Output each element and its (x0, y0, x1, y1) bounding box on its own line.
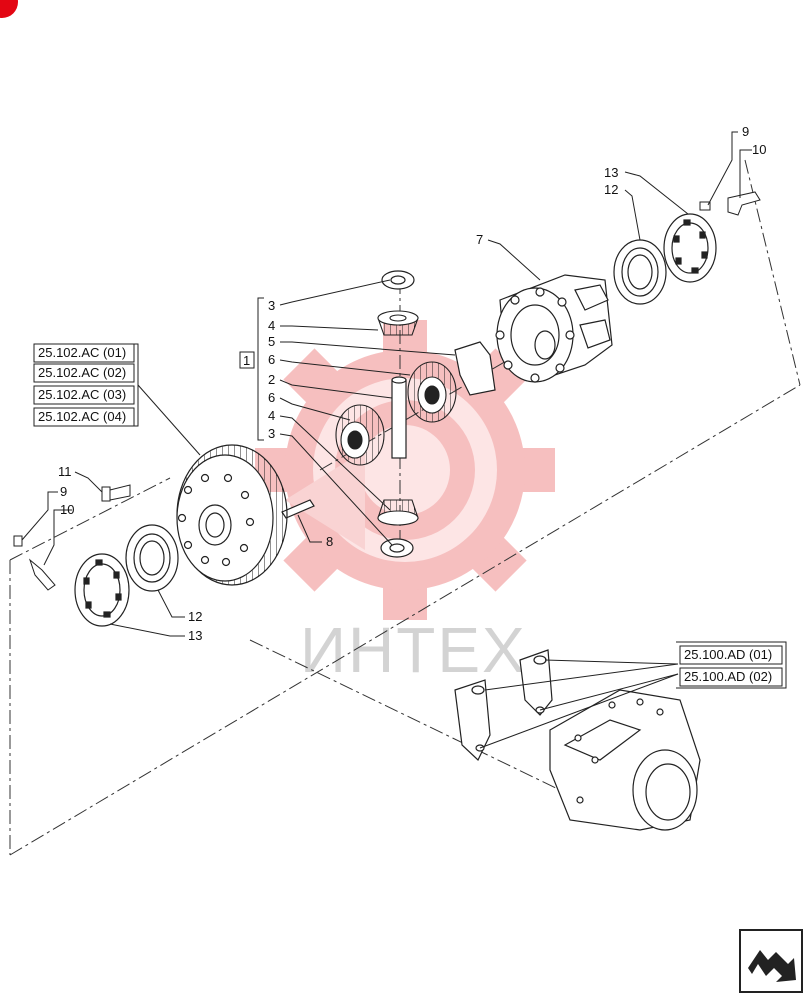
callout-13-right[interactable]: 13 (604, 165, 618, 180)
callout-9-right[interactable]: 9 (742, 124, 749, 139)
group-label: 1 (243, 353, 250, 368)
reference-group-right: 25.100.AD (01) 25.100.AD (02) (676, 641, 787, 689)
reference-link-25-100-ad-02[interactable]: 25.100.AD (02) (679, 667, 783, 687)
corner-mark (0, 0, 18, 18)
part-6-side-gear-right (407, 361, 457, 423)
part-12-bearing-left (125, 524, 179, 592)
reference-link-25-100-ad-01[interactable]: 25.100.AD (01) (679, 645, 783, 665)
bearing-cap-right (519, 649, 553, 716)
svg-text:25.100.AD (01): 25.100.AD (01) (684, 647, 772, 662)
svg-text:25.102.AC (03): 25.102.AC (03) (38, 387, 126, 402)
callout-9-left[interactable]: 9 (60, 484, 67, 499)
callout-4-top[interactable]: 4 (268, 318, 275, 333)
callout-2[interactable]: 2 (268, 372, 275, 387)
reference-link-25-102-ac-03[interactable]: 25.102.AC (03) (33, 385, 135, 405)
callout-11[interactable]: 11 (58, 464, 72, 479)
callout-12-right[interactable]: 12 (604, 182, 618, 197)
part-9-10-lock-left (13, 535, 56, 591)
part-12-bearing-right (613, 239, 667, 305)
callout-5[interactable]: 5 (268, 334, 275, 349)
part-13-adjuster-nut-left (74, 553, 130, 627)
group-bracket (257, 297, 264, 441)
reference-group-left: 25.102.AC (01) 25.102.AC (02) 25.102.AC … (33, 343, 139, 427)
ring-gear (176, 444, 288, 586)
axle-housing (549, 689, 701, 831)
reference-link-25-102-ac-01[interactable]: 25.102.AC (01) (33, 343, 135, 363)
callout-3-top[interactable]: 3 (268, 298, 275, 313)
part-11-bolt (101, 484, 131, 502)
bearing-cap-left (454, 679, 491, 761)
part-3-thrust-washer-bottom (380, 538, 414, 558)
part-7-differential-case (495, 274, 613, 383)
part-6-side-gear-left (335, 404, 385, 466)
callout-10-right[interactable]: 10 (752, 142, 766, 157)
part-3-thrust-washer-top (381, 270, 415, 290)
svg-text:25.102.AC (02): 25.102.AC (02) (38, 365, 126, 380)
part-13-adjuster-nut-right (663, 213, 717, 283)
callout-3-bottom[interactable]: 3 (268, 426, 275, 441)
part-4-pinion-gear-bottom (377, 499, 419, 526)
callout-10-left[interactable]: 10 (60, 502, 74, 517)
callout-8[interactable]: 8 (326, 534, 333, 549)
part-2-cross-shaft (391, 376, 407, 459)
reference-link-25-102-ac-04[interactable]: 25.102.AC (04) (33, 407, 135, 427)
leader-lines (21, 131, 752, 749)
callout-13-left[interactable]: 13 (188, 628, 202, 643)
reference-link-25-102-ac-02[interactable]: 25.102.AC (02) (33, 363, 135, 383)
callout-12-left[interactable]: 12 (188, 609, 202, 624)
callout-6-b[interactable]: 6 (268, 390, 275, 405)
group-label-box (239, 351, 255, 369)
svg-text:25.100.AD (02): 25.100.AD (02) (684, 669, 772, 684)
svg-text:25.102.AC (01): 25.102.AC (01) (38, 345, 126, 360)
svg-text:25.102.AC (04): 25.102.AC (04) (38, 409, 126, 424)
callout-7[interactable]: 7 (476, 232, 483, 247)
callout-6-a[interactable]: 6 (268, 352, 275, 367)
part-4-pinion-gear-top (377, 310, 419, 336)
watermark-text: ИНТЕХ (300, 614, 527, 686)
part-5-shim (454, 341, 496, 396)
next-page-arrow-icon[interactable] (739, 929, 803, 993)
part-9-10-lock-right (699, 191, 761, 216)
callout-4-bottom[interactable]: 4 (268, 408, 275, 423)
